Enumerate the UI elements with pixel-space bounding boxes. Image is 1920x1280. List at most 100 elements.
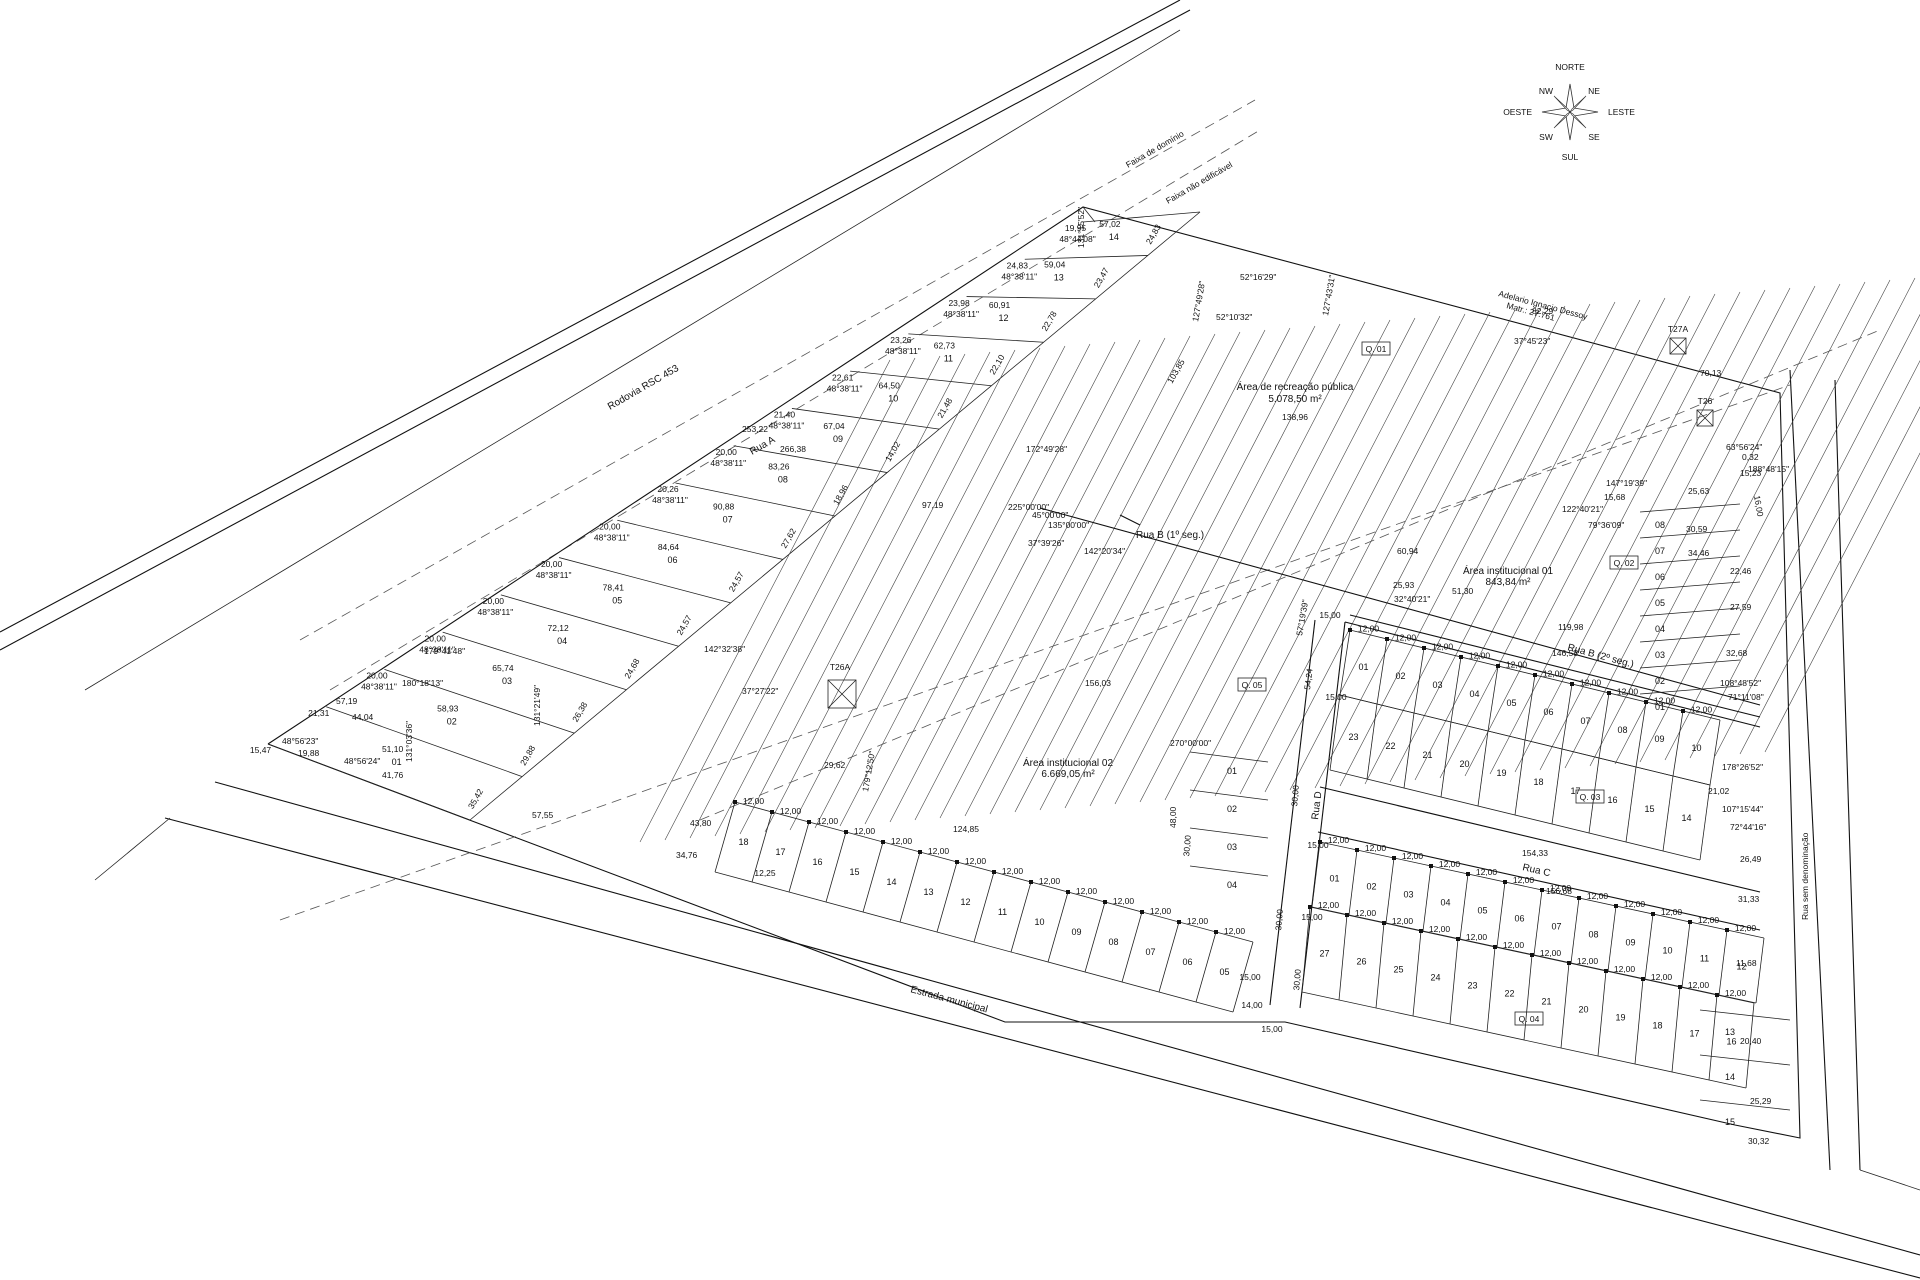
q04-top-divider [1311,841,1321,908]
q01-lot-front: 21,31 [308,708,330,718]
right-edge-labels: 0,32 15,23 16,00 25,63 15,68 31,33 30,32… [1604,452,1772,1146]
q04-bottom-lot-number: 26 [1356,957,1366,967]
q04-top-corner-marker [1355,848,1359,852]
q01-lot-back: 22,10 [987,353,1006,377]
q01-lot-divider [675,482,836,517]
highway-lines [0,0,1261,691]
q03-top-corner-marker [1385,637,1389,641]
q01-lot-divider [326,706,523,777]
hatch-line [1414,297,1666,781]
q04-bottom-lot-number: 17 [1689,1029,1699,1039]
rua-c-lines [1317,786,1761,931]
q01-lot-back: 21,48 [935,396,954,420]
q04-top-lot-front: 12,00 [1698,915,1720,925]
q01-lot-depth: 84,64 [658,542,680,552]
frontage-30-59: 30,59 [1686,524,1708,534]
label-estrada-municipal: Estrada municipal [909,984,989,1015]
q03-top-corner-marker [1644,700,1648,704]
q05-right-divider [1189,827,1269,839]
q01-lot-front: 23,26 [890,335,912,345]
q04-bottom-divider [1375,922,1385,1009]
q04-bottom-divider [1523,954,1533,1041]
hatch-line [1464,293,1716,777]
q03-bottom-back [1329,769,1701,861]
compass-north: NORTE [1555,62,1585,72]
frontage-15-label: 15,00 [1325,692,1347,702]
q05-bottom-lot-front: 12,00 [928,846,950,856]
q04-bottom-divider [1708,994,1718,1081]
q04-top-corner-marker [1466,872,1470,876]
q04-top-divider [1533,889,1543,956]
q05-bottom-corner-marker [1029,880,1033,884]
hatch-line [739,351,991,835]
q03-top-lot-front: 12,00 [1506,660,1528,670]
marker-t27a: T27A [1668,324,1689,334]
q03-bottom-divider [1440,721,1452,798]
q01-lot-divider [442,631,627,691]
q01-lot-depth: 78,41 [603,582,625,592]
quadra-05: Q. 05 [1242,680,1263,690]
q04-bottom-lot-front: 12,00 [1688,980,1710,990]
frontage-25-29: 25,29 [1750,1096,1772,1106]
q04-bottom-divider [1338,914,1348,1001]
q03-top-lot-number: 10 [1691,743,1701,753]
q05-bottom-corner-marker [918,850,922,854]
q01-lot-number: 06 [667,555,677,565]
q01-lot-number: 14 [1109,232,1119,242]
q04-bottom-corner-marker [1715,993,1719,997]
q03-top-divider [1635,701,1647,768]
q03-top-lot-front: 12,00 [1580,678,1602,688]
compass-east: LESTE [1608,107,1635,117]
angle-a31: 52°10'32" [1216,312,1252,322]
q03-bottom-lot-number: 18 [1533,777,1543,787]
q04-top-lot-front: 12,00 [1476,867,1498,877]
q01-lot-number: 11 [944,353,953,363]
q04-bottom-lot-number: 27 [1319,949,1329,959]
q05-bottom-lot-front: 12,00 [1150,906,1172,916]
q04-bottom-lot-front: 12,00 [1318,900,1340,910]
angle-a25: 108°48'52" [1720,678,1761,688]
hatch-line [814,345,1066,829]
q04-bottom-corner-marker [1530,953,1534,957]
q05-bottom-lot-front: 12,00 [1002,866,1024,876]
q04-top-corner-marker [1651,912,1655,916]
q05-bottom-corner-marker [992,870,996,874]
q02-right-divider [1699,1054,1791,1066]
q03-top-lot-front: 12,00 [1543,669,1565,679]
q04-top-corner-marker [1429,864,1433,868]
q01-lot-divider [617,519,783,560]
q03-bottom-lot-number: 20 [1459,759,1469,769]
q05-bottom-divider [1158,921,1180,993]
q05-bottom-lot-number: 18 [738,837,748,847]
q04-bottom-lot-number: 23 [1467,981,1477,991]
offset-line [279,384,1791,921]
q01-lot-depth: 62,73 [934,340,956,350]
q01-lot-back: 24,57 [727,570,746,594]
q05-bottom-lot-front: 12,00 [743,796,765,806]
dim-34: 34,76 [676,850,698,860]
q04-top-corner-marker [1503,880,1507,884]
hatch-line [939,335,1191,819]
q01-lot-depth: 83,26 [768,461,790,471]
angle-a28: 72°44'16" [1730,822,1766,832]
q02-side-divider [1639,503,1741,513]
label-faixa-dominio: Faixa de domínio [1124,128,1186,169]
frontage-30-label: 30,00 [1291,968,1303,990]
angle-a2: 127°43'31" [1320,274,1337,316]
q02-side-divider [1639,581,1741,591]
q05-bottom-lot-front: 12,00 [965,856,987,866]
q01-back-line [469,211,1201,821]
q04-top-divider [1570,897,1580,964]
q01-lot-front: 22,61 [832,372,854,382]
q03-top-corner-marker [1607,691,1611,695]
hatch-line [1739,406,1920,755]
quadra-02: Q. 02 [1614,558,1635,568]
area-labels: Área de recreação pública 5.078,50 m² Ár… [1023,380,1553,780]
quadra-04: Q. 04 [1519,1014,1540,1024]
q01-lot-number: 07 [723,515,733,525]
q03-bottom-lot-number: 14 [1681,813,1691,823]
q04-bottom-lot-front: 12,00 [1392,916,1414,926]
q04-bottom-divider [1634,978,1644,1065]
hatch-line [1164,317,1416,801]
frontage-16: 16,00 [1752,495,1766,518]
